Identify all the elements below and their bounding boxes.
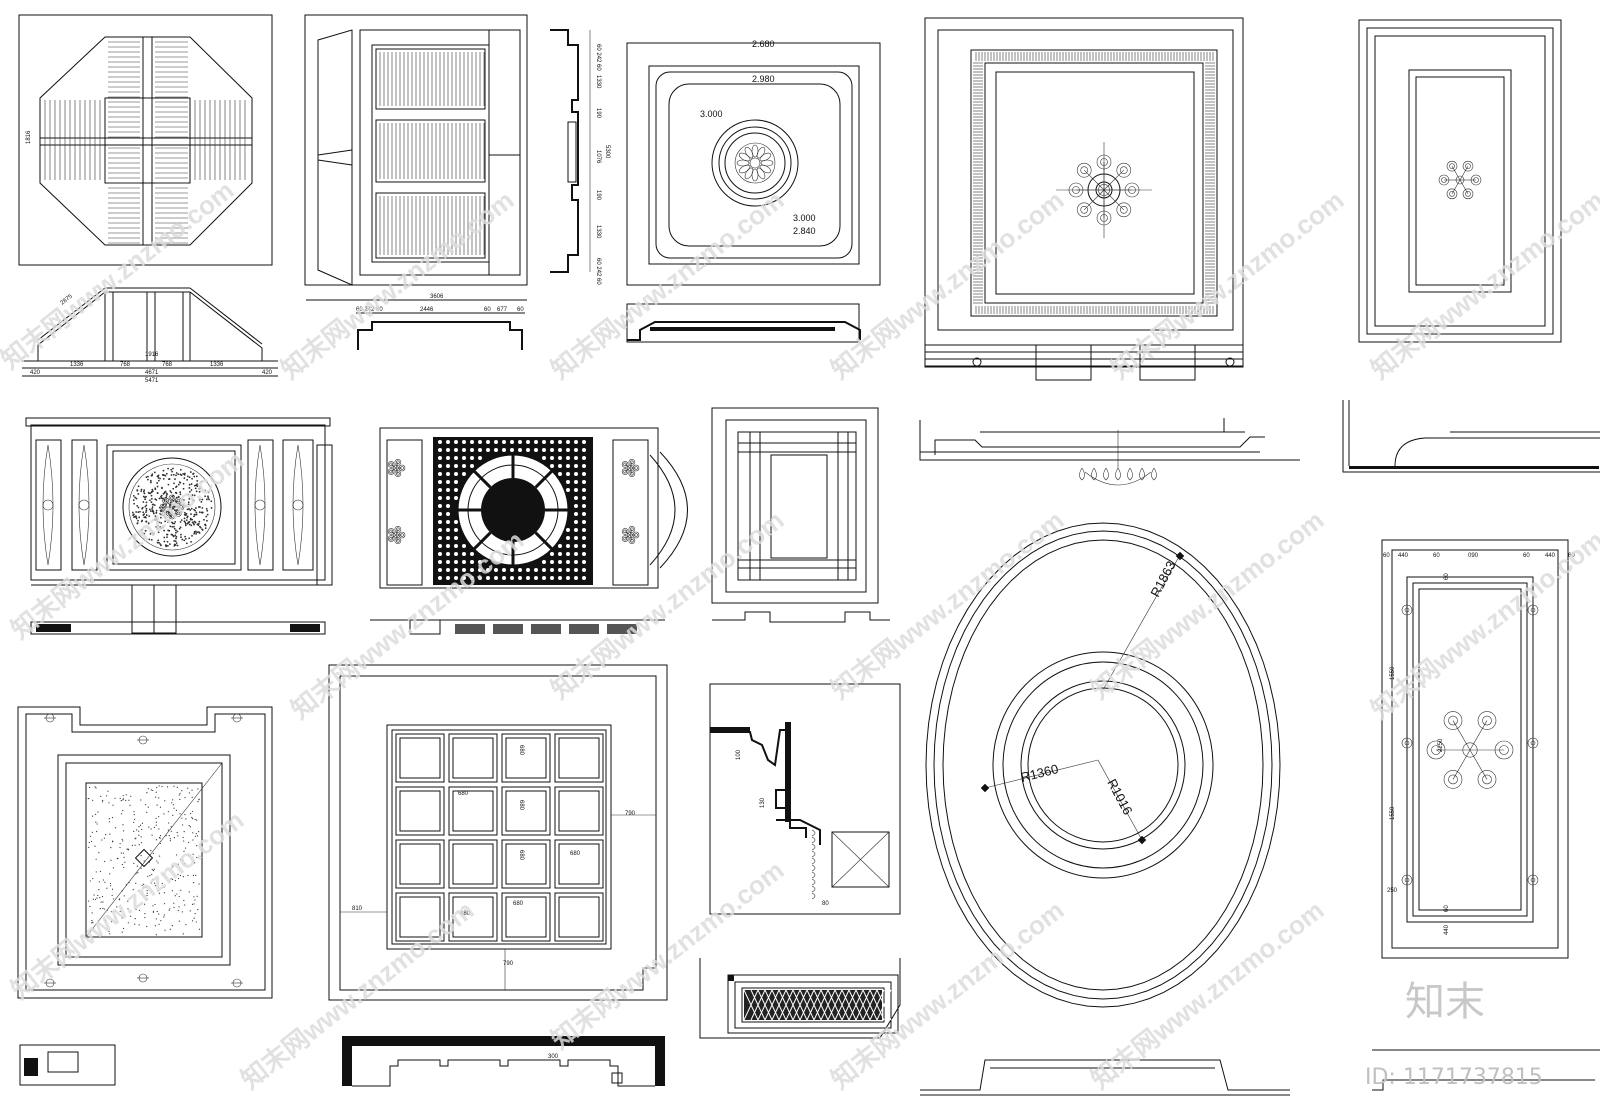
dim-text: 680 bbox=[518, 850, 524, 861]
vertical-section-profile: 60 242 60 1330 190 1076 190 1330 5300 60… bbox=[550, 29, 610, 285]
dim-text: 4671 bbox=[145, 370, 159, 376]
dim-text: 60 bbox=[1444, 573, 1450, 580]
dim-text: 440 bbox=[1545, 553, 1556, 559]
dim-text: 2250 bbox=[1438, 738, 1444, 752]
radius-label: R1863 bbox=[1147, 559, 1178, 600]
dim-text: 680 bbox=[518, 745, 524, 756]
ornate-panel-ceiling-plan bbox=[25, 417, 333, 635]
lattice-inlay-ceiling-detail bbox=[699, 958, 901, 1039]
stepped-square-ceiling-plan bbox=[17, 706, 273, 1086]
watermark-id: ID: 1171737815 bbox=[1365, 1065, 1543, 1090]
dim-text: 1336 bbox=[70, 362, 84, 368]
dim-text: 60 bbox=[1433, 553, 1440, 559]
dim-text: 420 bbox=[262, 370, 273, 376]
dim-text: 300 bbox=[548, 1054, 559, 1060]
dim-text: 250 bbox=[1387, 888, 1398, 894]
dim-text: 090 bbox=[1468, 553, 1479, 559]
dim-text: 1330 bbox=[595, 75, 601, 89]
dim-text: 60 bbox=[484, 307, 491, 313]
dim-text: 1336 bbox=[210, 362, 224, 368]
dim-text: 680 bbox=[518, 800, 524, 811]
dim-text: 130 bbox=[760, 797, 766, 808]
dim-text: 3606 bbox=[430, 294, 444, 300]
dim-text: 768 bbox=[120, 362, 131, 368]
dim-text: 680 bbox=[513, 901, 524, 907]
watermark-text: 知末网www.znzmo.com bbox=[5, 805, 249, 1005]
carved-lattice-ceiling-plan bbox=[370, 427, 688, 635]
frame-beam-ceiling-plan bbox=[711, 407, 890, 623]
cornice-section-detail: 100 130 80 bbox=[709, 683, 901, 915]
level-mark: 2.840 bbox=[793, 226, 816, 236]
dim-text: 677 bbox=[497, 307, 508, 313]
dim-text: 440 bbox=[1398, 553, 1409, 559]
chandelier-ceiling-section bbox=[919, 418, 1300, 486]
watermark-text: 知末网www.znzmo.com bbox=[0, 175, 239, 375]
dim-text: 100 bbox=[736, 749, 742, 760]
tall-rectangle-ceiling-plan: 440 60 090 60 440 60 60 1550 1550 250 44… bbox=[1372, 539, 1600, 1091]
dim-text: 1550 bbox=[1390, 666, 1396, 680]
dim-text: 5471 bbox=[145, 378, 159, 384]
dim-text: 80 bbox=[822, 901, 829, 907]
dim-text: 810 bbox=[352, 906, 363, 912]
radius-label: R1360 bbox=[1019, 761, 1060, 785]
dim-text: 60 242 60 bbox=[595, 258, 601, 285]
square-molding-ceiling-plan bbox=[924, 17, 1244, 381]
dim-text: 60 bbox=[1568, 553, 1575, 559]
radius-label: R1016 bbox=[1104, 776, 1135, 817]
medallion-ceiling-plan: 2.680 2.980 3.000 3.000 2.840 bbox=[626, 39, 881, 343]
dim-text: 1330 bbox=[595, 225, 601, 239]
level-mark: 2.680 bbox=[752, 39, 775, 49]
dim-text: 790 bbox=[503, 961, 514, 967]
watermark-text: 知末网www.znzmo.com bbox=[1105, 185, 1349, 385]
dim-text: 1076 bbox=[595, 150, 601, 164]
layered-rectangle-ceiling-plan bbox=[1342, 19, 1600, 473]
octagon-ceiling-section: 1336 768 1916 768 1336 4671 5471 420 420… bbox=[22, 287, 278, 384]
dim-text: 768 bbox=[162, 362, 173, 368]
dim-text: 680 bbox=[458, 791, 469, 797]
dim-text: 1816 bbox=[26, 130, 32, 144]
level-mark: 3.000 bbox=[700, 109, 723, 119]
dim-text: 60 242 60 bbox=[356, 307, 383, 313]
dim-text: 60 bbox=[1444, 905, 1450, 912]
watermark-text: 知末网www.znzmo.com bbox=[285, 525, 529, 725]
dim-text: 680 bbox=[570, 851, 581, 857]
oval-ceiling-plan: R1863 R1360 R1016 bbox=[920, 522, 1290, 1096]
dim-text: 60 bbox=[517, 307, 524, 313]
watermark-text: 知末网www.znzmo.com bbox=[5, 445, 249, 645]
watermark-logo: 知末 bbox=[1405, 979, 1485, 1025]
dim-text: 2446 bbox=[420, 307, 434, 313]
dim-text: 790 bbox=[625, 811, 636, 817]
octagon-ceiling-plan: 1816 bbox=[18, 14, 273, 266]
watermark-text: 知末网www.znzmo.com bbox=[1085, 895, 1329, 1095]
dim-text: 190 bbox=[595, 190, 601, 201]
dim-text: 5300 bbox=[604, 145, 610, 159]
watermark-text: 知末网www.znzmo.com bbox=[1085, 505, 1329, 705]
dim-text: 680 bbox=[460, 911, 471, 917]
dim-text: 1916 bbox=[145, 352, 159, 358]
watermark-text: 知末网www.znzmo.com bbox=[1365, 185, 1600, 385]
level-mark: 2.980 bbox=[752, 74, 775, 84]
dim-text: 440 bbox=[1444, 924, 1450, 935]
dim-text: 60 bbox=[1523, 553, 1530, 559]
coffered-grille-ceiling-plan: 3606 2446 60 242 60 60 677 60 bbox=[304, 14, 528, 350]
dim-text: 420 bbox=[30, 370, 41, 376]
dim-text: 60 bbox=[1383, 553, 1390, 559]
coffer-grid-ceiling-plan: 680 680 680 680 680 680 680 790 810 790 … bbox=[328, 664, 668, 1087]
dim-text: 60 242 60 bbox=[595, 44, 601, 71]
dim-text: 190 bbox=[595, 108, 601, 119]
dim-text: 1550 bbox=[1390, 806, 1396, 820]
level-mark: 3.000 bbox=[793, 213, 816, 223]
